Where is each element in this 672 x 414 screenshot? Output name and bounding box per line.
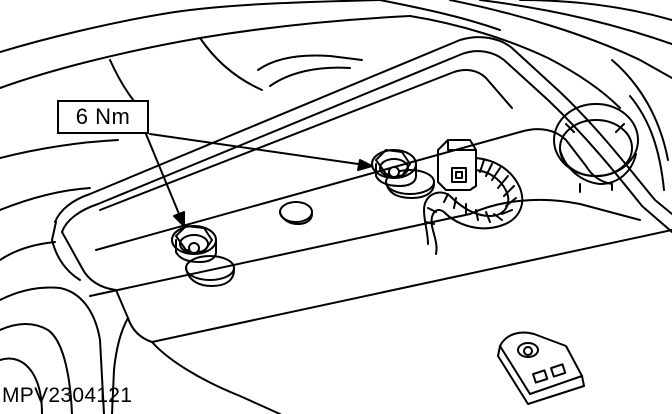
torque-callout-label: 6 Nm (57, 100, 149, 134)
figure-reference-id: MPV2304121 (2, 384, 133, 407)
hex-flange-nut-icon (371, 149, 435, 199)
electrical-connector-icon (423, 139, 524, 255)
callout-leader-lines (145, 133, 373, 227)
engine-cover (51, 36, 672, 414)
mounting-bracket-icon (497, 331, 585, 405)
hex-flange-nut-icon (171, 225, 235, 287)
oil-filler-cap (553, 103, 639, 193)
torque-value: 6 Nm (75, 104, 131, 129)
cover-plug (279, 201, 313, 225)
